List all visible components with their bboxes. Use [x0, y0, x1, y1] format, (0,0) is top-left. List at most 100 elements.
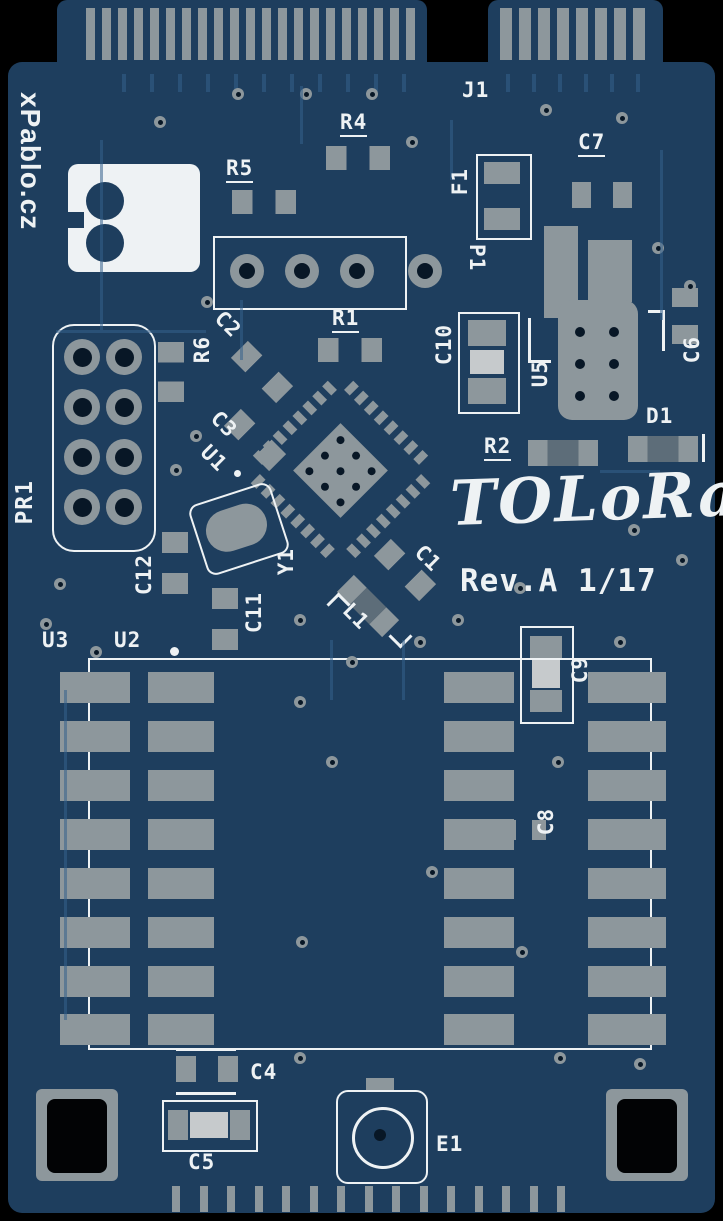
via	[190, 430, 202, 442]
via	[628, 524, 640, 536]
edge-finger	[557, 8, 569, 60]
board-title: TOLoRa	[448, 456, 723, 541]
via	[294, 1052, 306, 1064]
via-center	[429, 869, 435, 875]
module-pad	[588, 672, 666, 703]
u5-pin-dot	[609, 359, 619, 369]
edge-finger	[633, 8, 645, 60]
via-center	[517, 585, 523, 591]
edge-finger	[500, 8, 512, 60]
c5-body	[190, 1112, 228, 1138]
edge-finger	[614, 8, 626, 60]
via	[294, 696, 306, 708]
c5-capacitor-outline	[162, 1100, 258, 1152]
edge-finger	[262, 8, 271, 60]
pr1-hole	[64, 439, 100, 475]
trace-stub	[558, 74, 562, 92]
via-center	[193, 433, 199, 439]
via-center	[93, 649, 99, 655]
module-pad	[148, 1014, 214, 1045]
c4-silk-bottom	[176, 1092, 236, 1095]
e1-center-pin	[374, 1129, 386, 1141]
u1-pin1-dot	[234, 470, 241, 477]
pr1-hole-center	[72, 447, 92, 467]
edge-finger	[198, 8, 207, 60]
label-c9: C9	[568, 656, 592, 684]
trace	[660, 150, 663, 320]
via	[300, 88, 312, 100]
module-pad	[588, 868, 666, 899]
d1-diode	[628, 436, 698, 462]
module-pad	[148, 966, 214, 997]
module-pad	[148, 917, 214, 948]
via	[296, 936, 308, 948]
trace	[56, 330, 206, 333]
via-center	[619, 115, 625, 121]
p1-header-outline	[213, 236, 407, 310]
module-pad	[588, 1014, 666, 1045]
module-pad	[60, 966, 130, 997]
label-r5: R5	[226, 158, 254, 183]
via	[616, 112, 628, 124]
via	[554, 1052, 566, 1064]
via-center	[297, 699, 303, 705]
r5-resistor	[232, 190, 296, 214]
pr1-hole	[106, 439, 142, 475]
trace	[600, 470, 660, 473]
pr1-hole-center	[114, 397, 134, 417]
module-pad	[148, 868, 214, 899]
module-pin1-dot	[170, 647, 179, 656]
brand-logo-hole-bottom	[86, 224, 124, 262]
edge-finger	[182, 8, 191, 60]
c10-pad-bottom	[468, 378, 506, 404]
via-center	[157, 119, 163, 125]
p1-hole	[285, 254, 319, 288]
trace-stub	[178, 74, 182, 92]
label-r1: R1	[332, 308, 360, 333]
u5-pin-dot	[609, 391, 619, 401]
trace-stub	[506, 74, 510, 92]
module-pad	[148, 770, 214, 801]
edge-finger	[230, 8, 239, 60]
via	[684, 280, 696, 292]
via-center	[43, 621, 49, 627]
edge-finger	[576, 8, 588, 60]
pr1-hole	[106, 339, 142, 375]
trace-stub	[584, 74, 588, 92]
module-pad	[588, 721, 666, 752]
castellation-pad	[227, 1186, 235, 1212]
trace-stub	[346, 74, 350, 92]
via-center	[369, 91, 375, 97]
edge-finger	[166, 8, 175, 60]
via	[170, 464, 182, 476]
via	[614, 636, 626, 648]
e1-top-pad	[366, 1078, 394, 1092]
p1-hole-center	[239, 263, 255, 279]
trace-stub	[234, 74, 238, 92]
label-c5: C5	[188, 1150, 216, 1174]
via	[366, 88, 378, 100]
trace	[330, 640, 333, 700]
trace-stub	[262, 74, 266, 92]
module-pad	[60, 721, 130, 752]
via-center	[409, 139, 415, 145]
pr1-hole	[64, 339, 100, 375]
module-pad	[444, 721, 514, 752]
castellation-pad	[474, 1186, 483, 1212]
edge-finger	[406, 8, 415, 60]
trace	[100, 140, 103, 330]
trace	[450, 120, 453, 180]
module-pad	[148, 819, 214, 850]
p1-hole-center	[294, 263, 310, 279]
label-c6: C6	[680, 336, 704, 364]
c9-capacitor-outline	[520, 626, 574, 724]
castellation-pad	[364, 1186, 373, 1212]
edge-finger	[390, 8, 399, 60]
via-center	[631, 527, 637, 533]
pr1-hole-center	[72, 397, 92, 417]
module-pad	[444, 868, 514, 899]
module-pad	[444, 672, 514, 703]
label-c4: C4	[250, 1060, 278, 1084]
via-center	[655, 245, 661, 251]
castellation-pad	[282, 1186, 290, 1212]
